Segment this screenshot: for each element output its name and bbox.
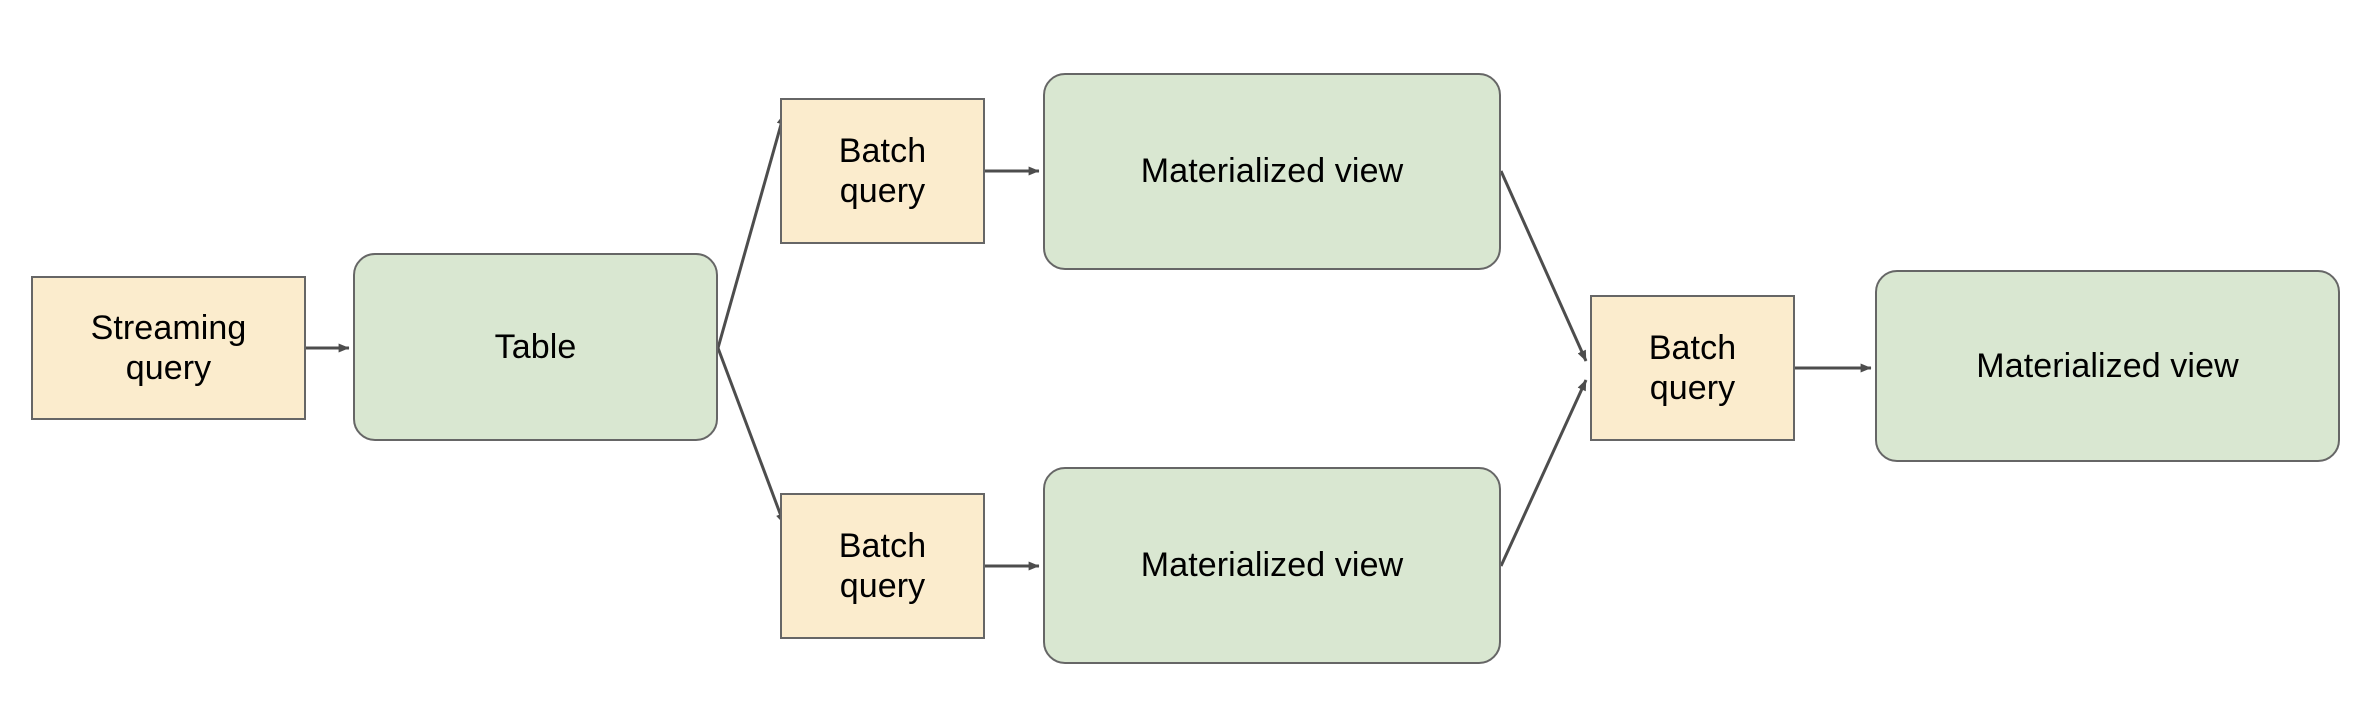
node-materialized-view-top[interactable]: Materialized view [1043, 73, 1501, 270]
node-materialized-view-bottom-label: Materialized view [1140, 546, 1404, 585]
node-materialized-view-bottom[interactable]: Materialized view [1043, 467, 1501, 664]
node-batch-query-bottom[interactable]: Batch query [780, 493, 985, 639]
edge-mv-top-to-batch-merge [1499, 170, 1588, 362]
node-batch-query-merge[interactable]: Batch query [1590, 295, 1795, 441]
edge-table-to-batch-top [716, 113, 786, 349]
node-streaming-query[interactable]: Streaming query [31, 276, 306, 420]
node-batch-query-top[interactable]: Batch query [780, 98, 985, 244]
node-table-label: Table [494, 327, 577, 366]
edge-table-to-batch-bottom [716, 347, 786, 525]
node-batch-query-bottom-label: Batch query [838, 526, 927, 605]
node-table[interactable]: Table [353, 253, 718, 441]
node-materialized-view-top-label: Materialized view [1140, 152, 1404, 191]
node-batch-query-merge-label: Batch query [1648, 328, 1737, 407]
node-materialized-view-final[interactable]: Materialized view [1875, 270, 2340, 462]
edge-mv-bottom-to-batch-merge [1499, 379, 1588, 567]
node-materialized-view-final-label: Materialized view [1976, 346, 2239, 385]
node-streaming-query-label: Streaming query [90, 308, 247, 387]
node-batch-query-top-label: Batch query [838, 131, 927, 210]
